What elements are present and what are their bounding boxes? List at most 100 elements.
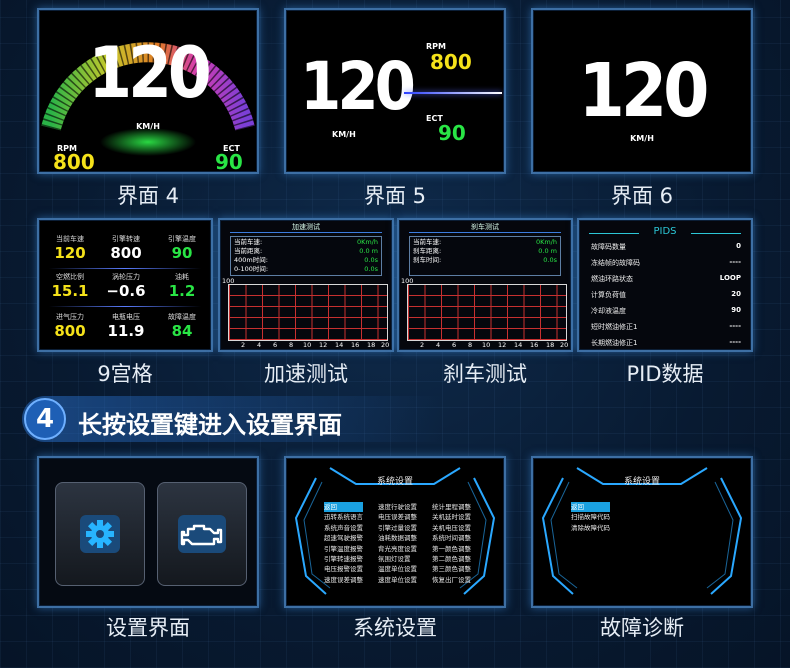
menu-item[interactable]: 第一颜色调整 xyxy=(432,544,471,553)
step-number-badge: 4 xyxy=(24,398,66,440)
ect-value: 90 xyxy=(215,150,243,174)
menu-item[interactable]: 恢复出厂设置 xyxy=(432,575,471,584)
menu-item[interactable]: 速度单位设置 xyxy=(378,575,417,584)
menu-item[interactable]: 温度单位设置 xyxy=(378,565,417,574)
x-tick: 6 xyxy=(273,341,278,349)
caption-brake-test: 刹车测试 xyxy=(443,362,527,386)
menu-item[interactable]: 背光亮度设置 xyxy=(378,544,417,553)
pid-row: 短时燃油修正1---- xyxy=(591,322,741,332)
cell-title: 故障温度 xyxy=(168,313,196,321)
caption-pids: PID数据 xyxy=(626,362,704,386)
readout-value: 0.0s xyxy=(364,256,378,264)
x-tick: 2 xyxy=(420,341,425,349)
fault-diagnosis-preview: 系统设置 返回 扫描故障代码 清除故障代码 xyxy=(531,456,753,608)
y-axis-top: 100 xyxy=(401,277,414,285)
caption-settings: 设置界面 xyxy=(106,616,190,640)
x-tick: 8 xyxy=(289,341,294,349)
readout-label: 0-100时间: xyxy=(234,265,269,273)
pid-label: 计算负荷值 xyxy=(591,291,626,299)
menu-item[interactable]: 速度行驶设置 xyxy=(378,503,417,511)
check-engine-icon xyxy=(178,515,226,553)
settings-tile-engine[interactable] xyxy=(157,482,247,586)
x-tick: 4 xyxy=(436,341,441,349)
cell-value: 90 xyxy=(171,244,193,262)
readout-value: 0.0 m xyxy=(538,247,557,255)
menu-item[interactable]: 关机电压设置 xyxy=(432,523,471,532)
readout-value: 0.0s xyxy=(543,256,557,264)
menu-item[interactable]: 第二颜色调整 xyxy=(432,555,471,564)
cell-value: 11.9 xyxy=(107,322,145,340)
menu-item-back[interactable]: 返回 xyxy=(571,502,610,513)
cell-title: 当前车速 xyxy=(56,235,84,243)
screen-4-preview: 120 KM/H RPM 800 ECT 90 xyxy=(37,8,259,174)
settings-screen-preview xyxy=(37,456,259,608)
speed-gauge-arc xyxy=(41,42,255,156)
caption-screen-5: 界面 5 xyxy=(363,184,427,208)
x-tick: 12 xyxy=(498,341,507,349)
pid-label: 故障码数量 xyxy=(591,243,626,251)
menu-item[interactable]: 系统时间调整 xyxy=(432,534,471,543)
pid-label: 燃油环路状态 xyxy=(591,275,633,283)
cell-title: 引擎温度 xyxy=(168,235,196,243)
menu-item[interactable]: 速度误差调整 xyxy=(324,575,363,584)
cell-title: 空燃比例 xyxy=(56,273,84,281)
x-tick: 18 xyxy=(546,341,555,349)
caption-fault-diagnosis: 故障诊断 xyxy=(600,616,684,640)
readout-value: 0Km/h xyxy=(535,238,557,246)
cell-title: 引擎转速 xyxy=(112,235,140,243)
pids-title-line-left xyxy=(589,233,639,234)
x-tick: 12 xyxy=(319,341,328,349)
row-divider xyxy=(49,268,201,269)
x-tick: 2 xyxy=(241,341,246,349)
menu-item[interactable]: 关机延时设置 xyxy=(432,513,471,522)
x-tick: 10 xyxy=(303,341,312,349)
caption-system-settings: 系统设置 xyxy=(353,616,437,640)
pid-value: 0 xyxy=(736,242,741,250)
grid-cell: 涡轮压力−0.6 xyxy=(98,272,154,300)
pid-row: 冻结帧的故障码---- xyxy=(591,258,741,268)
cell-title: 油耗 xyxy=(175,273,189,281)
settings-tile-gear[interactable] xyxy=(55,482,145,586)
system-title: 系统设置 xyxy=(376,477,413,487)
readout-label: 刹车时间: xyxy=(413,256,442,264)
cell-value: 800 xyxy=(54,322,86,340)
caption-accel-test: 加速测试 xyxy=(264,362,348,386)
readout-label: 刹车距离: xyxy=(413,247,442,255)
menu-item[interactable]: 迅转系统语言 xyxy=(324,513,363,522)
menu-item[interactable]: 超速驾驶报警 xyxy=(324,534,363,543)
pid-value: 90 xyxy=(731,306,741,314)
rpm-label: RPM xyxy=(426,42,446,51)
menu-item[interactable]: 统计里程调整 xyxy=(432,503,471,511)
x-tick: 8 xyxy=(468,341,473,349)
cell-value: 120 xyxy=(54,244,86,262)
menu-item[interactable]: 引擎转速报警 xyxy=(324,555,363,564)
menu-item[interactable]: 电压报警设置 xyxy=(324,565,363,574)
menu-item-scan-codes[interactable]: 扫描故障代码 xyxy=(571,513,610,522)
menu-item-clear-codes[interactable]: 清除故障代码 xyxy=(571,523,610,532)
ect-value: 90 xyxy=(438,121,466,145)
menu-item[interactable]: 引擎温度报警 xyxy=(324,544,363,553)
menu-item[interactable]: 第三颜色调整 xyxy=(432,565,471,574)
menu-item[interactable]: 引擎过量设置 xyxy=(378,523,417,532)
cell-value: −0.6 xyxy=(106,282,146,300)
menu-item[interactable]: 电压误差调整 xyxy=(378,513,417,522)
menu-item[interactable]: 油耗数据调整 xyxy=(378,534,417,543)
speed-unit: KM/H xyxy=(630,134,654,143)
pid-label: 短时燃油修正1 xyxy=(591,323,638,331)
menu-item[interactable]: 氛围灯设置 xyxy=(378,555,411,564)
x-tick: 20 xyxy=(381,341,390,349)
pid-value: 20 xyxy=(731,290,741,298)
speed-value: 120 xyxy=(88,32,211,114)
menu-item[interactable]: 系统声音设置 xyxy=(324,523,363,532)
pid-row: 故障码数量 0 xyxy=(591,242,741,252)
x-tick: 18 xyxy=(367,341,376,349)
pid-value: ---- xyxy=(729,338,741,346)
menu-item-back[interactable]: 返回 xyxy=(324,502,363,513)
accel-grid xyxy=(228,284,388,341)
pid-label: 冻结帧的故障码 xyxy=(591,259,640,267)
